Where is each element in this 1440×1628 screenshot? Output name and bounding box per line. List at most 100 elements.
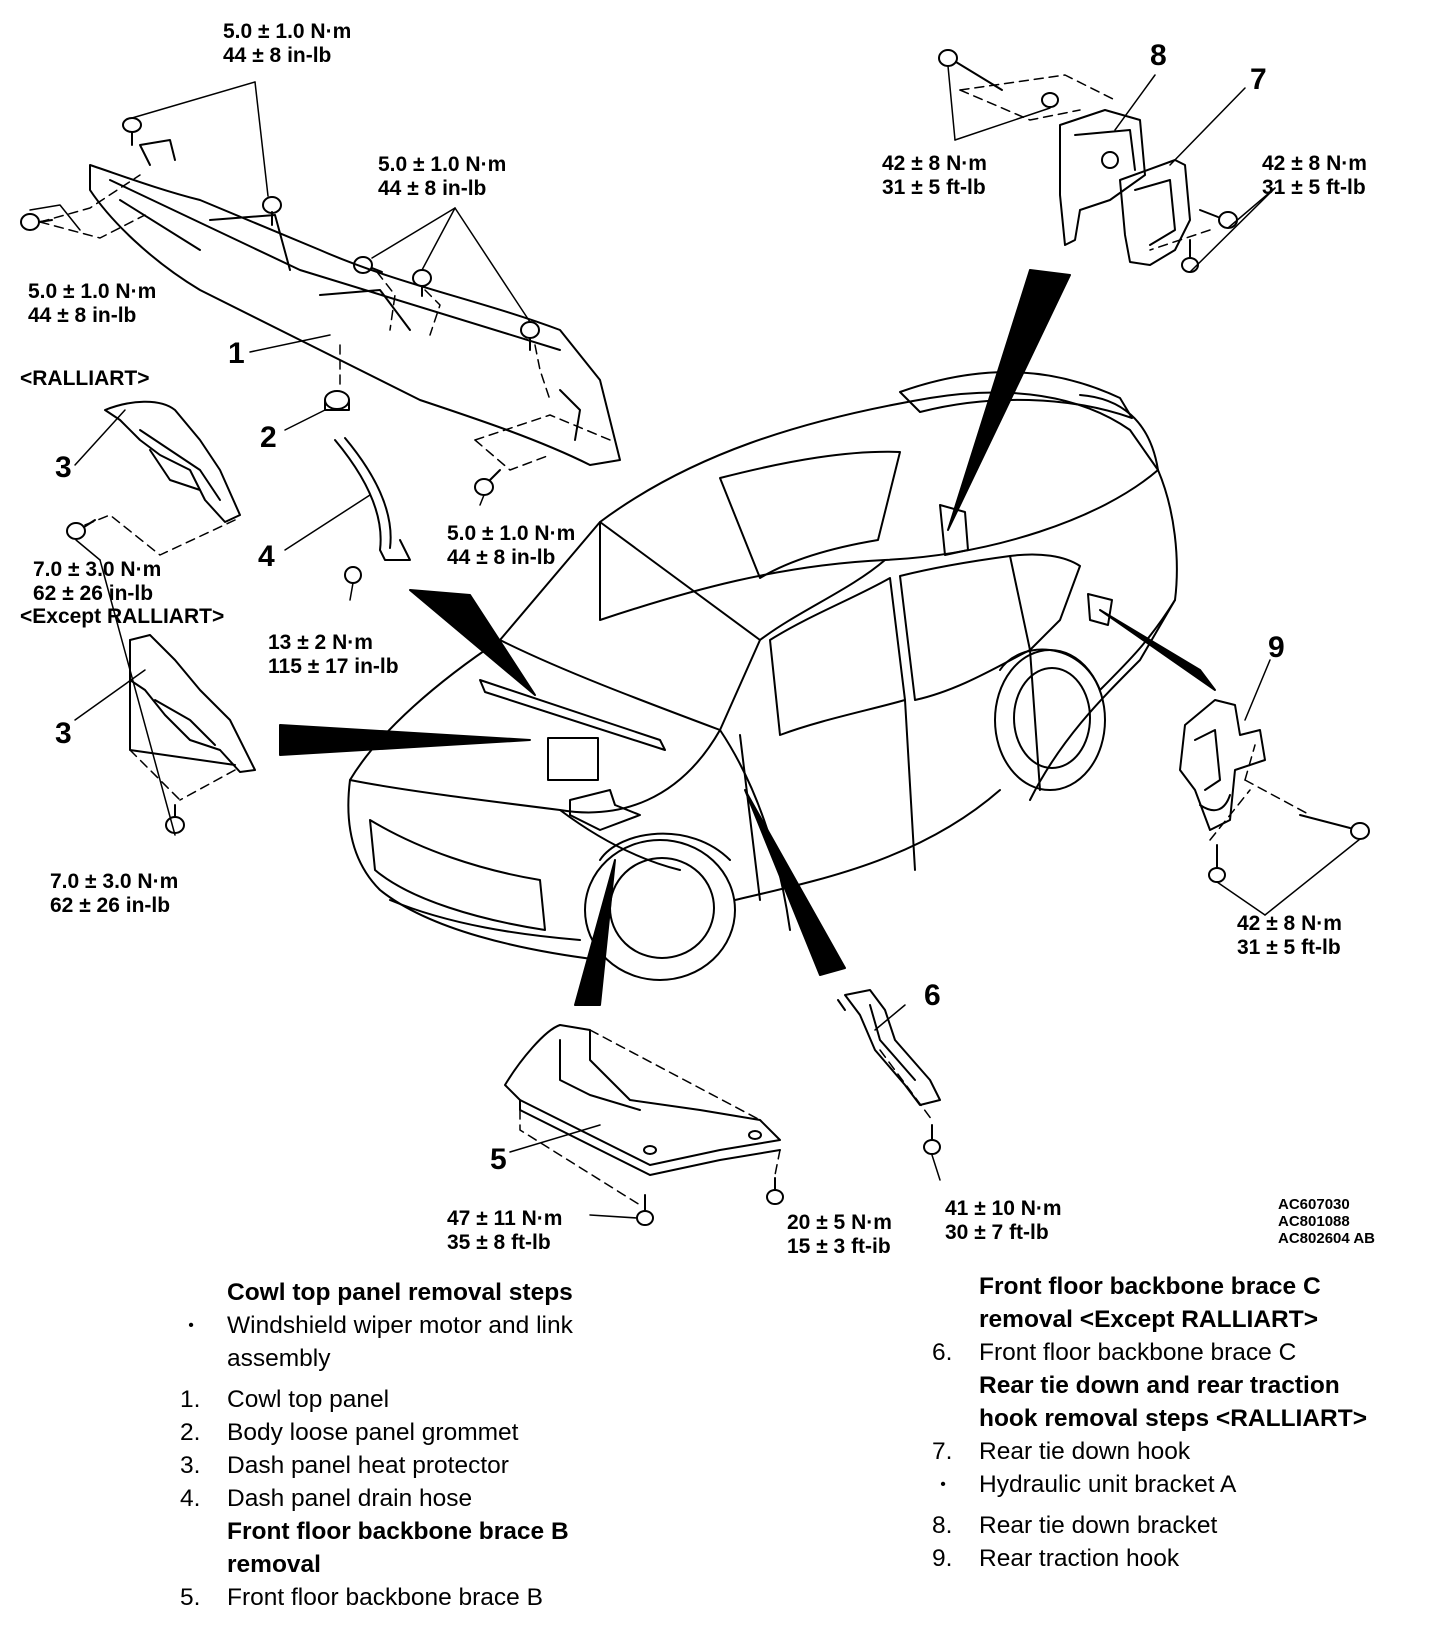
torque-value-imperial: 62 ± 26 in-lb — [50, 894, 171, 917]
step-number: 3. — [180, 1452, 201, 1479]
section-heading-brace-b: Front floor backbone brace B — [227, 1518, 569, 1545]
bullet-marker: • — [940, 1476, 946, 1493]
step-number: 9. — [932, 1545, 953, 1572]
torque-label-brace-c: 41 ± 10 N·m 30 ± 7 ft-lb — [945, 1197, 1062, 1245]
list-item: • Hydraulic unit bracket A — [932, 1468, 1432, 1501]
rear-tie-down-bracket — [1059, 109, 1146, 246]
torque-value-metric: 7.0 ± 3.0 N·m — [33, 558, 162, 581]
list-item-text: Dash panel heat protector — [227, 1452, 509, 1479]
list-item: 7. Rear tie down hook — [932, 1435, 1432, 1468]
car-body-outline — [279, 269, 1216, 1006]
torque-value-metric: 47 ± 11 N·m — [447, 1207, 563, 1230]
list-item: 5. Front floor backbone brace B — [180, 1581, 700, 1614]
torque-label-rear-tie-down-hook: 42 ± 8 N·m 31 ± 5 ft-lb — [1262, 152, 1367, 200]
torque-value-imperial: 31 ± 5 ft-lb — [882, 176, 986, 199]
list-item-text: Cowl top panel — [227, 1386, 390, 1413]
leader-lines — [29, 65, 1361, 1219]
step-number: 6. — [932, 1339, 953, 1366]
bullet-marker: • — [188, 1317, 194, 1334]
callout-2: 2 — [260, 421, 277, 454]
list-item: 9. Rear traction hook — [932, 1542, 1432, 1575]
removal-steps-right: Front floor backbone brace C removal <Ex… — [932, 1270, 1432, 1575]
dashed-alignment-lines — [39, 74, 1311, 1206]
callout-9: 9 — [1268, 631, 1285, 664]
list-item-text: Hydraulic unit bracket A — [979, 1471, 1237, 1498]
torque-value-metric: 5.0 ± 1.0 N·m — [223, 20, 352, 43]
torque-value-imperial: 44 ± 8 in-lb — [28, 304, 137, 327]
callout-5: 5 — [490, 1143, 507, 1176]
list-item-text: Rear traction hook — [979, 1545, 1180, 1572]
list-item-text: Front floor backbone brace C — [979, 1339, 1297, 1366]
torque-label-cowl-top-bolts-upper: 5.0 ± 1.0 N·m 44 ± 8 in-lb — [223, 20, 351, 68]
torque-label-rear-tie-down-bracket: 42 ± 8 N·m 31 ± 5 ft-lb — [882, 152, 987, 200]
list-item: 3. Dash panel heat protector — [180, 1449, 700, 1482]
torque-value-metric: 42 ± 8 N·m — [882, 152, 987, 175]
callout-3-except-ralliart: 3 — [55, 717, 72, 750]
dash-panel-heat-protector-except-ralliart — [129, 634, 256, 773]
torque-value-metric: 20 ± 5 N·m — [787, 1211, 892, 1234]
callout-8: 8 — [1150, 39, 1167, 72]
torque-value-imperial: 62 ± 26 in-lb — [33, 582, 154, 605]
list-item-text: Body loose panel grommet — [227, 1419, 519, 1446]
variant-label-except-ralliart: <Except RALLIART> — [20, 605, 225, 628]
list-item-text: Windshield wiper motor and link — [227, 1312, 573, 1339]
list-item: 2. Body loose panel grommet — [180, 1416, 700, 1449]
torque-label-cowl-top-bolts-left: 5.0 ± 1.0 N·m 44 ± 8 in-lb — [28, 280, 156, 328]
section-heading-brace-c-cont: removal <Except RALLIART> — [979, 1306, 1319, 1333]
torque-value-metric: 42 ± 8 N·m — [1262, 152, 1367, 175]
step-number: 5. — [180, 1584, 201, 1611]
list-item-text: assembly — [227, 1345, 331, 1372]
torque-value-metric: 41 ± 10 N·m — [945, 1197, 1062, 1220]
section-heading-rear-tie-down-cont: hook removal steps <RALLIART> — [979, 1405, 1368, 1432]
reference-code-3: AC802604 AB — [1278, 1230, 1375, 1247]
list-item: 1. Cowl top panel — [180, 1383, 700, 1416]
step-number: 7. — [932, 1438, 953, 1465]
callout-4: 4 — [258, 540, 275, 573]
torque-value-imperial: 15 ± 3 ft-ib — [787, 1235, 891, 1258]
torque-value-imperial: 44 ± 8 in-lb — [223, 44, 332, 67]
torque-label-cowl-top-bolts-middle: 5.0 ± 1.0 N·m 44 ± 8 in-lb — [378, 153, 506, 201]
torque-label-heat-protector-except-ralliart: 7.0 ± 3.0 N·m 62 ± 26 in-lb — [50, 870, 178, 918]
list-item-continuation: assembly — [180, 1342, 700, 1375]
torque-label-heat-protector-ralliart: 7.0 ± 3.0 N·m 62 ± 26 in-lb — [33, 558, 161, 606]
section-heading-cowl-top: Cowl top panel removal steps — [227, 1279, 573, 1306]
list-item: • Windshield wiper motor and link — [180, 1309, 700, 1342]
list-item: 8. Rear tie down bracket — [932, 1509, 1432, 1542]
section-heading-brace-b-cont: removal — [227, 1551, 321, 1578]
callout-1: 1 — [228, 337, 245, 370]
list-item: 4. Dash panel drain hose — [180, 1482, 700, 1515]
reference-code-2: AC801088 — [1278, 1213, 1350, 1230]
torque-value-metric: 5.0 ± 1.0 N·m — [378, 153, 507, 176]
torque-label-brace-b-left: 47 ± 11 N·m 35 ± 8 ft-lb — [447, 1207, 562, 1255]
section-heading-brace-c: Front floor backbone brace C — [979, 1273, 1321, 1300]
step-number: 8. — [932, 1512, 953, 1539]
list-item-text: Front floor backbone brace B — [227, 1584, 543, 1611]
torque-value-metric: 5.0 ± 1.0 N·m — [28, 280, 157, 303]
step-number: 1. — [180, 1386, 201, 1413]
torque-value-metric: 7.0 ± 3.0 N·m — [50, 870, 179, 893]
torque-value-imperial: 44 ± 8 in-lb — [378, 177, 487, 200]
torque-value-metric: 5.0 ± 1.0 N·m — [447, 522, 576, 545]
torque-value-imperial: 31 ± 5 ft-lb — [1237, 936, 1341, 959]
torque-value-imperial: 31 ± 5 ft-lb — [1262, 176, 1366, 199]
front-floor-backbone-brace-c — [837, 989, 941, 1106]
body-loose-panel-grommet — [324, 390, 350, 411]
list-item-text: Rear tie down bracket — [979, 1512, 1218, 1539]
torque-value-metric: 13 ± 2 N·m — [268, 631, 373, 654]
removal-steps-left: Cowl top panel removal steps • Windshiel… — [180, 1276, 700, 1614]
torque-value-imperial: 44 ± 8 in-lb — [447, 546, 556, 569]
rear-tie-down-hook — [1119, 159, 1191, 266]
torque-value-imperial: 30 ± 7 ft-lb — [945, 1221, 1049, 1244]
front-floor-backbone-brace-b — [504, 1024, 781, 1176]
list-item-text: Rear tie down hook — [979, 1438, 1191, 1465]
torque-label-brace-b-right: 20 ± 5 N·m 15 ± 3 ft-ib — [787, 1211, 892, 1259]
torque-label-drain-hose: 13 ± 2 N·m 115 ± 17 in-lb — [268, 631, 399, 679]
torque-label-rear-traction-hook: 42 ± 8 N·m 31 ± 5 ft-lb — [1237, 912, 1342, 960]
torque-value-imperial: 35 ± 8 ft-lb — [447, 1231, 551, 1254]
callout-6: 6 — [924, 979, 941, 1012]
variant-label-ralliart: <RALLIART> — [20, 367, 150, 390]
bolts — [20, 49, 1370, 1226]
dash-panel-heat-protector-ralliart — [104, 400, 241, 523]
section-heading-rear-tie-down: Rear tie down and rear traction — [979, 1372, 1340, 1399]
